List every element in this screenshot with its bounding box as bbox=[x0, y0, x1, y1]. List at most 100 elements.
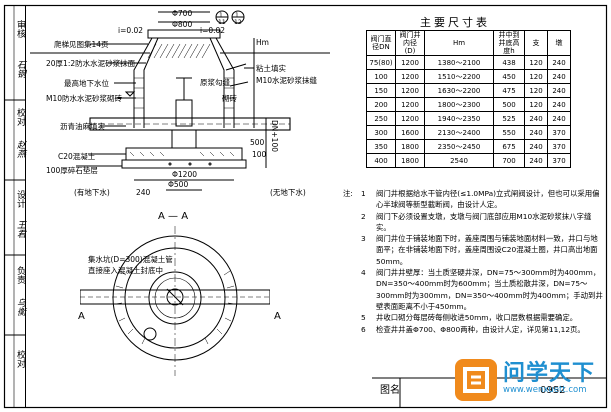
sidebar-sign-4: 乌衡 bbox=[15, 298, 25, 316]
notes-label: 注: bbox=[343, 189, 353, 198]
note-text: 井收口砌分每层砖每侧收进50mm，收口层数根据需要确定。 bbox=[376, 313, 578, 323]
table-cell: 300 bbox=[366, 125, 396, 140]
callout-mortar: M10水泥砂浆抹缝 bbox=[256, 76, 318, 85]
note-text: 阀门井井壁厚：当土质坚硬井深，DN=75～300mm时为400mm，DN=350… bbox=[376, 268, 603, 311]
table-cell: 438 bbox=[493, 55, 525, 70]
table-cell: 550 bbox=[493, 125, 525, 140]
th-h: 井中到井底高度h bbox=[493, 30, 525, 56]
note-number: 5 bbox=[361, 313, 366, 323]
table-cell: 700 bbox=[493, 153, 525, 168]
detail-mark-1a: 1 bbox=[219, 12, 223, 19]
table-cell: 240 bbox=[547, 111, 571, 126]
note-number: 2 bbox=[361, 211, 366, 221]
plan-callout-sump: 集水坑(D=300)混凝土管 bbox=[88, 255, 173, 264]
table-cell: 200 bbox=[366, 97, 396, 112]
sidebar-bottom-label: 校对 bbox=[15, 350, 25, 368]
table-cell: 250 bbox=[366, 111, 396, 126]
section-title: A — A bbox=[158, 211, 189, 222]
table-cell: 500 bbox=[493, 97, 525, 112]
plan-mark-right: A bbox=[274, 311, 281, 322]
table-cell: 370 bbox=[547, 153, 571, 168]
callout-brick-right: 砌砖 bbox=[222, 94, 237, 103]
sidebar-label-3: 设计 bbox=[15, 190, 25, 208]
table-cell: 1800 bbox=[395, 139, 425, 154]
table-cell: 240 bbox=[524, 111, 548, 126]
callout-water-level: 最高地下水位 bbox=[64, 79, 109, 88]
title-block-page: 09S2 bbox=[540, 385, 566, 396]
dim-phi800: Φ800 bbox=[172, 20, 193, 29]
th-hm: Hm bbox=[424, 30, 494, 56]
callout-concrete: C20混凝土 bbox=[58, 152, 96, 161]
table-cell: 400 bbox=[366, 153, 396, 168]
dim-hm: Hm bbox=[256, 38, 269, 47]
dim-500: 500 bbox=[250, 138, 265, 147]
table-cell: 1200 bbox=[395, 55, 425, 70]
sidebar-label-4: 负责 bbox=[15, 266, 25, 284]
table-cell: 2130～2400 bbox=[424, 125, 494, 140]
th-dn: 阀门直径DN bbox=[366, 30, 396, 56]
note-item: 5 井收口砌分每层砖每侧收进50mm，收口层数根据需要确定。 bbox=[361, 312, 605, 323]
note-item: 4 阀门井井壁厚：当土质坚硬井深，DN=75～300mm时为400mm，DN=35… bbox=[361, 267, 605, 312]
logo-mark-icon bbox=[455, 359, 497, 401]
table-cell: 1510～2200 bbox=[424, 69, 494, 84]
sidebar-label-2: 校对 bbox=[15, 108, 25, 126]
note-text: 阀门井位于铺装地面下时，盖座周围与铺装地面材料一致，井口与地面平；在非铺装地面下… bbox=[376, 234, 598, 266]
table-cell: 450 bbox=[493, 69, 525, 84]
table-cell: 1380～2100 bbox=[424, 55, 494, 70]
table-cell: 1940～2350 bbox=[424, 111, 494, 126]
table-cell: 370 bbox=[547, 139, 571, 154]
table-cell: 100 bbox=[366, 69, 396, 84]
table-cell: 1600 bbox=[395, 125, 425, 140]
th-dun: 墩 bbox=[547, 30, 571, 56]
table-cell: 240 bbox=[524, 153, 548, 168]
callout-asphalt: 沥青油麻填实 bbox=[60, 122, 105, 131]
table-cell: 240 bbox=[524, 125, 548, 140]
dim-240: 240 bbox=[136, 188, 151, 197]
dim-phi1200: Φ1200 bbox=[172, 170, 197, 179]
table-cell: 240 bbox=[547, 83, 571, 98]
title-block-label: 图名 bbox=[380, 385, 400, 396]
note-number: 3 bbox=[361, 234, 366, 244]
table-cell: 1630～2200 bbox=[424, 83, 494, 98]
dim-100: 100 bbox=[252, 150, 267, 159]
table-cell: 120 bbox=[524, 83, 548, 98]
th-zhi: 支 bbox=[524, 30, 548, 56]
note-number: 4 bbox=[361, 268, 366, 278]
table-title: 主要尺寸表 bbox=[420, 16, 490, 29]
table-cell: 240 bbox=[524, 139, 548, 154]
level-left: i=0.02 bbox=[118, 26, 144, 35]
table-cell: 120 bbox=[524, 97, 548, 112]
table-cell: 240 bbox=[547, 97, 571, 112]
dim-phi700: Φ700 bbox=[172, 9, 193, 18]
section-drawing bbox=[30, 10, 330, 191]
dim-phi500: Φ500 bbox=[168, 180, 189, 189]
dim-dn100: DN+100 bbox=[270, 120, 279, 152]
note-number: 1 bbox=[361, 189, 366, 198]
watermark-url: www.wenxuett.com bbox=[503, 385, 587, 395]
table-cell: 240 bbox=[547, 55, 571, 70]
table-cell: 150 bbox=[366, 83, 396, 98]
note-text: 阀门下必须设置支墩，支墩与阀门底部应用M10水泥砂浆抹八字缝实。 bbox=[376, 211, 592, 232]
note-item: 2 阀门下必须设置支墩，支墩与阀门底部应用M10水泥砂浆抹八字缝实。 bbox=[361, 211, 605, 234]
watermark-name: 问学天下 bbox=[503, 361, 596, 386]
table-cell: 370 bbox=[547, 125, 571, 140]
table-cell: 675 bbox=[493, 139, 525, 154]
table-cell: 1200 bbox=[395, 69, 425, 84]
table-cell: 2540 bbox=[424, 153, 494, 168]
th-d: 阀门井内径(D) bbox=[395, 30, 425, 56]
note-number: 6 bbox=[361, 324, 366, 334]
sidebar-label-1: 审核 bbox=[15, 20, 25, 38]
callout-gravel: 100厚碎石垫层 bbox=[46, 166, 98, 175]
callout-brick: M10防水水泥砂浆砌砖 bbox=[46, 94, 123, 103]
table-cell: 1800 bbox=[395, 153, 425, 168]
